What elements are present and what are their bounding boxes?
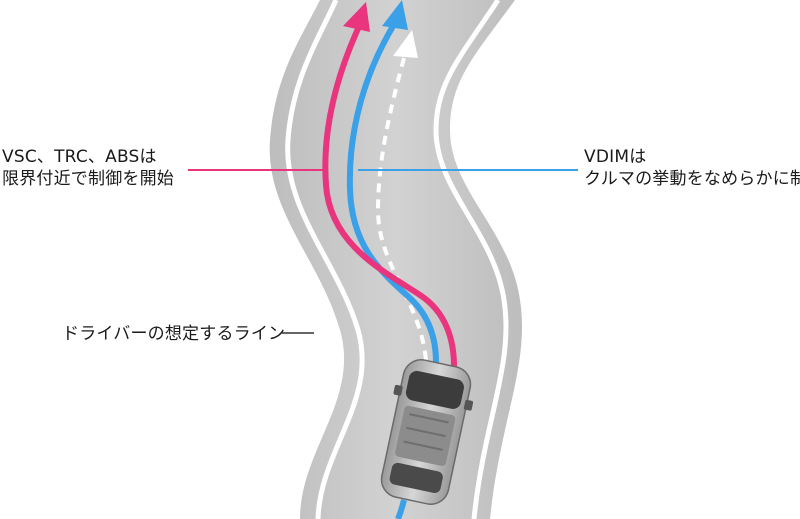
road-left-edge-line bbox=[285, 0, 365, 519]
vsc-label-line2: 限界付近で制御を開始 bbox=[2, 169, 174, 189]
car-top-view bbox=[380, 359, 474, 505]
driver-intended-line bbox=[375, 57, 428, 361]
vdim-path-tail bbox=[395, 499, 407, 519]
vdim-label: VDIMは クルマの挙動をなめらかに制御 bbox=[584, 146, 800, 190]
vsc-path bbox=[322, 17, 457, 369]
driver-line-arrowhead bbox=[393, 30, 418, 58]
driver-line-label: ドライバーの想定するライン bbox=[62, 323, 285, 345]
vsc-path-arrowhead bbox=[343, 2, 370, 32]
vdim-label-line1: VDIMは bbox=[584, 147, 647, 167]
vsc-label: VSC、TRC、ABSは 限界付近で制御を開始 bbox=[2, 146, 174, 190]
vdim-path bbox=[346, 15, 439, 365]
road-right-edge-line bbox=[433, 0, 509, 519]
driver-line-label-text: ドライバーの想定するライン bbox=[62, 324, 286, 344]
vdim-label-line2: クルマの挙動をなめらかに制御 bbox=[584, 169, 800, 189]
vdim-path-arrowhead bbox=[382, 0, 408, 30]
vsc-label-line1: VSC、TRC、ABSは bbox=[2, 147, 157, 167]
